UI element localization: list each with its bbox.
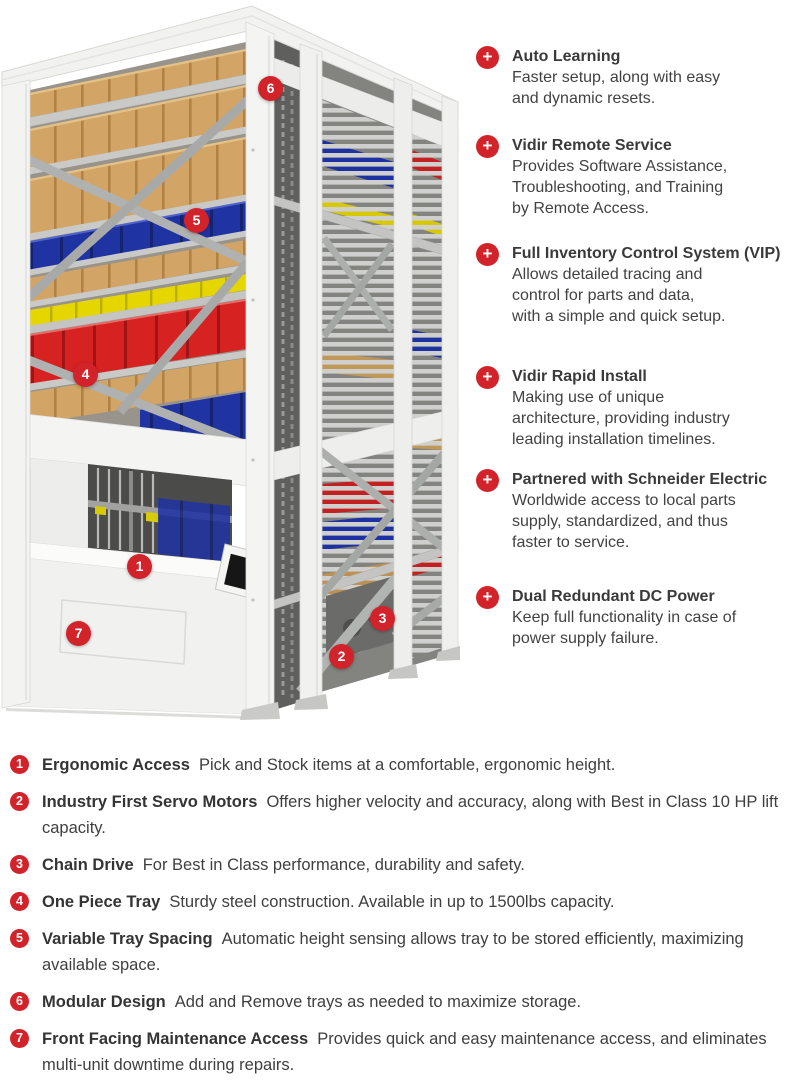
feature-item-auto-learning: + Auto Learning Faster setup, along with…: [476, 46, 798, 109]
callout-title: One Piece Tray: [42, 893, 161, 911]
callout-title: Ergonomic Access: [42, 756, 190, 774]
callout-title: Modular Design: [42, 993, 166, 1011]
feature-title: Full Inventory Control System (VIP): [512, 245, 781, 262]
side-tray-bay-narrow: [412, 134, 442, 658]
callout-item-6: 6 Modular Design Add and Remove trays as …: [10, 989, 790, 1015]
number-badge: 7: [10, 1029, 29, 1048]
plus-icon: +: [476, 243, 499, 266]
feature-description: Making use of unique architecture, provi…: [512, 389, 730, 448]
plus-icon: +: [476, 46, 499, 69]
number-badge: 5: [10, 929, 29, 948]
side-cross-braces: [301, 235, 457, 609]
feature-description: Provides Software Assistance, Troublesho…: [512, 158, 728, 217]
number-badge: 4: [10, 892, 29, 911]
machine-marker-5: 5: [184, 208, 209, 233]
callout-item-1: 1 Ergonomic Access Pick and Stock items a…: [10, 752, 790, 778]
feature-title: Vidir Remote Service: [512, 137, 672, 154]
frame-columns: [1, 21, 459, 719]
callout-text: Automatic height sensing allows tray to …: [42, 930, 744, 974]
base-feet: [240, 646, 460, 720]
machine-marker-7: 7: [66, 621, 91, 646]
feature-title: Vidir Rapid Install: [512, 368, 647, 385]
front-cross-braces: [6, 96, 252, 451]
number-badge: 6: [10, 992, 29, 1011]
plus-icon: +: [476, 469, 499, 492]
feature-item-dc-power: + Dual Redundant DC Power Keep full func…: [476, 586, 798, 649]
number-badge: 1: [10, 755, 29, 774]
callout-title: Industry First Servo Motors: [42, 793, 258, 811]
feature-description: Allows detailed tracing and control for …: [512, 266, 726, 325]
lift-chain-shaft: [274, 38, 300, 710]
plus-icon: +: [476, 586, 499, 609]
plus-icon: +: [476, 366, 499, 389]
vertical-lift-module-illustration: [1, 5, 460, 720]
plus-icon: +: [476, 135, 499, 158]
callout-list: 1 Ergonomic Access Pick and Stock items a…: [10, 752, 790, 1089]
feature-item-inventory-control: + Full Inventory Control System (VIP) Al…: [476, 243, 798, 327]
machine-marker-2: 2: [329, 644, 354, 669]
callout-text: For Best in Class performance, durabilit…: [142, 856, 525, 874]
callout-title: Variable Tray Spacing: [42, 930, 213, 948]
feature-title: Dual Redundant DC Power: [512, 588, 715, 605]
feature-item-rapid-install: + Vidir Rapid Install Making use of uniq…: [476, 366, 798, 450]
callout-text: Pick and Stock items at a comfortable, e…: [198, 756, 616, 774]
callout-text: Add and Remove trays as needed to maximi…: [174, 993, 582, 1011]
machine-marker-6: 6: [258, 76, 283, 101]
feature-list: + Auto Learning Faster setup, along with…: [476, 46, 798, 675]
feature-description: Worldwide access to local parts supply, …: [512, 492, 736, 551]
feature-item-remote-service: + Vidir Remote Service Provides Software…: [476, 135, 798, 219]
callout-text: Provides quick and easy maintenance acce…: [42, 1030, 767, 1074]
feature-description: Faster setup, along with easy and dynami…: [512, 69, 721, 107]
feature-title: Partnered with Schneider Electric: [512, 471, 768, 488]
callout-title: Front Facing Maintenance Access: [42, 1030, 309, 1048]
callout-title: Chain Drive: [42, 856, 134, 874]
number-badge: 3: [10, 855, 29, 874]
callout-text: Offers higher velocity and accuracy, alo…: [42, 793, 779, 837]
number-badge: 2: [10, 792, 29, 811]
feature-description: Keep full functionality in case of power…: [512, 609, 737, 647]
feature-item-schneider-partner: + Partnered with Schneider Electric Worl…: [476, 469, 798, 553]
callout-item-3: 3 Chain Drive For Best in Class performan…: [10, 852, 790, 878]
access-opening: [7, 455, 232, 566]
feature-title: Auto Learning: [512, 48, 621, 65]
machine-marker-4: 4: [73, 362, 98, 387]
machine-figure: 1 2 3 4 5 6 7: [0, 0, 466, 722]
callout-text: Sturdy steel construction. Available in …: [169, 893, 615, 911]
callout-item-4: 4 One Piece Tray Sturdy steel constructio…: [10, 889, 790, 915]
machine-marker-1: 1: [127, 554, 152, 579]
machine-marker-3: 3: [370, 606, 395, 631]
